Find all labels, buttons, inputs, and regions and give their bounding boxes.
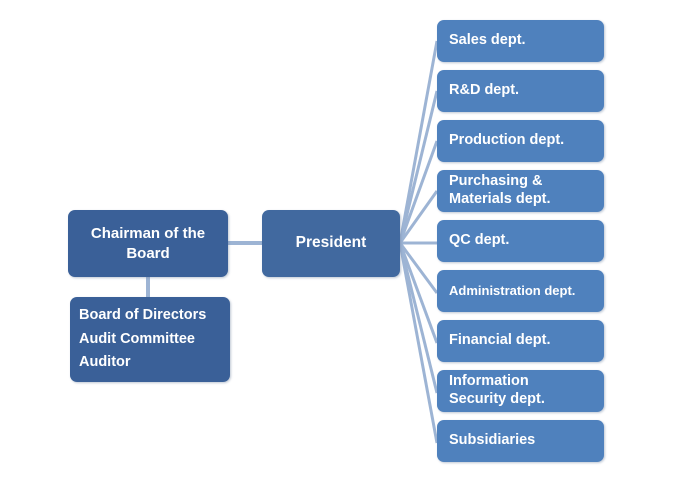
node-department-administration-dept[interactable]: Administration dept.	[437, 270, 604, 312]
node-department-qc-dept[interactable]: QC dept.	[437, 220, 604, 262]
connector-president-dept-9	[398, 242, 439, 444]
department-label-line-1: Financial dept.	[449, 332, 551, 349]
department-label-line-1: Administration dept.	[449, 283, 576, 299]
node-chairman-of-the-board[interactable]: Chairman of the Board	[68, 210, 228, 277]
department-label-line-2: Security dept.	[449, 391, 545, 407]
node-department-randd-dept[interactable]: R&D dept.	[437, 70, 604, 112]
department-label-line-1: Production dept.	[449, 132, 565, 149]
department-label-line-1: QC dept.	[449, 232, 510, 249]
board-label-line-3: Auditor	[79, 354, 131, 371]
connector-president-dept-7	[398, 242, 439, 344]
department-label-line-1: Subsidiaries	[449, 432, 536, 449]
department-label-line-1: Purchasing &	[449, 173, 543, 190]
connector-president-dept-4	[398, 190, 439, 244]
department-label-line-1: Information	[449, 373, 529, 390]
department-label-line-1: Sales dept.	[449, 32, 526, 49]
chairman-label-line-2: Board	[126, 244, 170, 262]
connector-president-dept-6	[398, 242, 439, 294]
board-label-line-2: Audit Committee	[79, 330, 195, 347]
connector-president-dept-8	[398, 242, 439, 394]
connector-president-dept-1	[398, 40, 439, 244]
department-label-line-1: R&D dept.	[449, 82, 520, 99]
node-department-sales-dept[interactable]: Sales dept.	[437, 20, 604, 62]
node-department-subsidiaries[interactable]: Subsidiaries	[437, 420, 604, 462]
president-label: President	[295, 234, 367, 252]
board-label-line-1: Board of Directors	[79, 307, 207, 324]
department-label-line-2: Materials dept.	[449, 191, 551, 207]
node-president[interactable]: President	[262, 210, 400, 277]
node-board-of-directors[interactable]: Board of Directors Audit Committee Audit…	[70, 297, 230, 382]
node-department-financial-dept[interactable]: Financial dept.	[437, 320, 604, 362]
node-department-purchasing-and-materials-dept[interactable]: Purchasing &Materials dept.	[437, 170, 604, 212]
connector-president-dept-3	[398, 140, 439, 244]
connector-president-dept-2	[398, 90, 439, 244]
node-department-production-dept[interactable]: Production dept.	[437, 120, 604, 162]
chairman-label-line-1: Chairman of the	[90, 225, 206, 242]
